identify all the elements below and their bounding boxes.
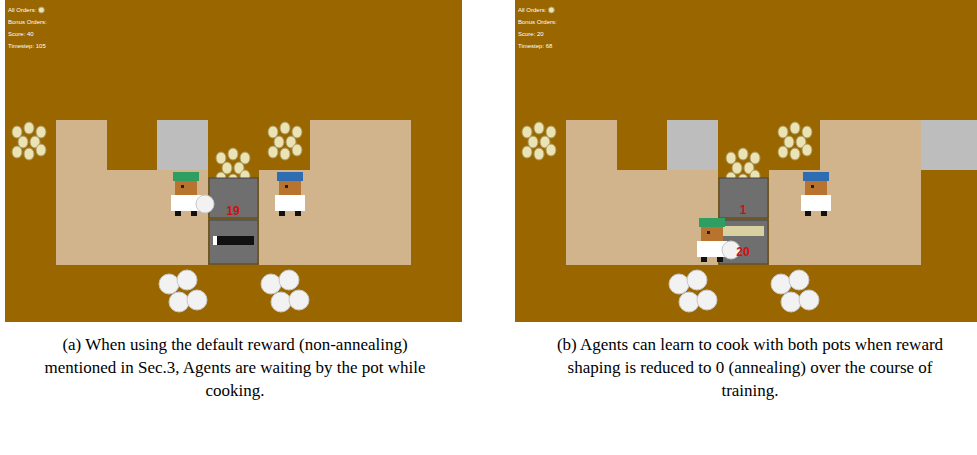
onion-pile [522, 122, 556, 160]
serving-counter [667, 120, 718, 170]
floor [56, 120, 208, 265]
cook-timer: 20 [736, 245, 749, 259]
plate-stack [771, 270, 819, 312]
chef [801, 172, 831, 216]
plate-stack [261, 270, 309, 312]
onion-pile [778, 122, 812, 160]
hud-text: Bonus Orders: [8, 18, 47, 26]
hud-text: Timestep: 68 [518, 42, 552, 50]
progress-fill [213, 236, 217, 245]
pot [719, 220, 768, 264]
plate-stack [669, 270, 717, 312]
cook-timer: 1 [740, 203, 747, 217]
floor [259, 120, 411, 265]
chef [171, 172, 214, 216]
hud-text: All Orders: [8, 6, 36, 14]
progress-bar [213, 236, 254, 245]
counter [259, 120, 310, 170]
counter-ground [5, 0, 462, 322]
floor [566, 120, 718, 265]
onion-pile [268, 122, 302, 160]
counter-ground [515, 0, 977, 322]
figure-caption: (a) When using the default reward (non-a… [30, 333, 440, 402]
pot [209, 220, 258, 264]
floor [769, 120, 921, 265]
soup [723, 226, 764, 236]
serving-counter [921, 120, 977, 170]
plate-stack [159, 270, 207, 312]
hud-text: Score: 40 [8, 30, 34, 38]
kitchen-screenshot [5, 0, 462, 322]
order-icon [548, 7, 554, 13]
cook-timer: 19 [226, 204, 239, 218]
chef [697, 218, 740, 262]
kitchen-screenshot [515, 0, 977, 322]
order-icon [38, 7, 44, 13]
serving-counter [157, 120, 208, 170]
counter [617, 120, 667, 170]
hud-text: Timestep: 105 [8, 42, 46, 50]
pot [719, 178, 768, 218]
onion-pile [12, 122, 46, 160]
counter [769, 120, 820, 170]
counter [107, 120, 157, 170]
chef [275, 172, 305, 216]
hud-text: Score: 20 [518, 30, 544, 38]
figure-caption: (b) Agents can learn to cook with both p… [545, 333, 955, 402]
hud-text: All Orders: [518, 6, 546, 14]
hud-text: Bonus Orders: [518, 18, 557, 26]
pot [209, 178, 258, 218]
